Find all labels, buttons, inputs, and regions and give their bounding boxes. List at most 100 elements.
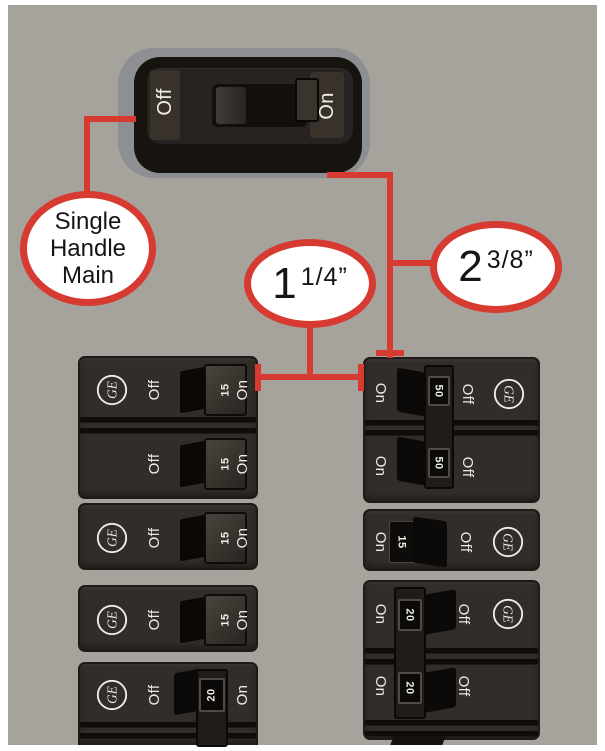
callout-single-handle-main: Single Handle Main <box>20 191 156 306</box>
measure-line-top-horizontal <box>327 172 393 178</box>
breaker-on-label: On <box>372 382 390 404</box>
ge-logo-icon: GE <box>95 603 129 637</box>
breaker-amp-rating: 15 <box>219 531 232 545</box>
breaker-separator-groove <box>80 722 256 728</box>
main-breaker-toggle-slot <box>212 84 307 127</box>
breaker-amp-rating: 50 <box>433 384 445 398</box>
svg-text:GE: GE <box>501 385 516 403</box>
breaker-separator-groove <box>80 417 256 423</box>
svg-text:GE: GE <box>105 529 120 547</box>
toggle-wing <box>180 366 206 414</box>
amp-rating-patch: 20 <box>199 678 225 712</box>
breaker-off-label: Off <box>459 383 477 405</box>
breaker-off-label: Off <box>145 379 163 401</box>
breaker-off-label: Off <box>455 603 473 625</box>
breaker-amp-rating: 20 <box>404 681 416 695</box>
svg-text:GE: GE <box>105 611 120 629</box>
breaker-separator-groove <box>80 733 256 739</box>
toggle-wing <box>180 440 206 488</box>
measure-tick-left <box>255 364 261 391</box>
breaker-amp-rating: 15 <box>396 535 408 549</box>
breaker-amp-rating: 15 <box>219 383 232 397</box>
toggle-wing <box>424 667 456 713</box>
toggle-wing <box>413 516 447 568</box>
breaker-on-label: On <box>233 684 251 706</box>
breaker-separator-groove <box>365 731 538 737</box>
measure-tick-bottom <box>376 350 404 356</box>
breaker-amp-rating: 20 <box>206 688 218 702</box>
svg-text:GE: GE <box>105 686 120 704</box>
breaker-on-label: On <box>233 609 251 631</box>
main-breaker-slot-sheen <box>216 87 246 124</box>
ge-logo-icon: GE <box>491 597 525 631</box>
ge-logo-icon: GE <box>95 373 129 407</box>
toggle-wing <box>424 589 456 635</box>
breaker-toggle-handle: 15 <box>389 516 447 568</box>
toggle-face: 15 <box>204 364 247 416</box>
breaker-left-2: GE Off 15 On <box>78 503 258 570</box>
amp-rating-patch: 50 <box>428 448 450 478</box>
toggle-wing <box>397 436 425 486</box>
toggle-face: 15 <box>204 512 247 564</box>
callout-line-vertical-gap <box>389 260 435 266</box>
breaker-right-2: On 15 Off GE <box>363 509 540 571</box>
amp-rating-patch: 20 <box>398 672 422 704</box>
toggle-wing <box>180 596 206 644</box>
breaker-amp-rating: 50 <box>433 456 445 470</box>
measure-tick-right <box>358 364 364 391</box>
next-breaker-handle-tip <box>390 736 446 745</box>
breaker-amp-rating: 15 <box>219 613 232 627</box>
ge-logo-icon: GE <box>95 521 129 555</box>
breaker-toggle-handle: 15 <box>180 512 247 564</box>
breaker-on-label: On <box>372 455 390 477</box>
breaker-toggle-handle: 15 <box>180 438 247 490</box>
main-breaker-toggle-handle <box>295 78 319 122</box>
measure-line-horizontal-gap <box>258 374 362 380</box>
main-breaker-on-label: On <box>315 92 338 120</box>
callout-line-main-vertical <box>84 116 90 196</box>
main-breaker-off-label: Off <box>153 88 176 116</box>
svg-text:GE: GE <box>500 605 515 623</box>
breaker-amp-rating: 20 <box>404 608 416 622</box>
callout-line-main-horizontal <box>84 116 136 122</box>
ge-logo-icon: GE <box>95 678 129 712</box>
svg-text:GE: GE <box>500 533 515 551</box>
breaker-off-label: Off <box>145 609 163 631</box>
amp-rating-patch: 20 <box>398 599 422 631</box>
toggle-wing <box>397 367 425 417</box>
toggle-face: 15 <box>204 594 247 646</box>
breaker-off-label: Off <box>145 684 163 706</box>
breaker-right-3: On 20 20 Off GE On Off <box>363 580 540 740</box>
breaker-on-label: On <box>372 531 390 553</box>
breaker-on-label: On <box>372 675 390 697</box>
main-breaker-off-patch <box>150 70 180 140</box>
breaker-left-4: GE Off 20 On <box>78 662 258 747</box>
breaker-separator-groove <box>365 648 538 654</box>
breaker-off-label: Off <box>145 527 163 549</box>
breaker-on-label: On <box>233 453 251 475</box>
breaker-off-label: Off <box>457 531 475 553</box>
svg-text:GE: GE <box>105 381 120 399</box>
breaker-separator-groove <box>365 720 538 726</box>
breaker-on-label: On <box>372 603 390 625</box>
ge-logo-icon: GE <box>492 377 526 411</box>
breaker-separator-groove <box>80 428 256 434</box>
breaker-left-3: GE Off 15 On <box>78 585 258 652</box>
breaker-right-1: On 50 50 Off GE On Off <box>363 357 540 503</box>
breaker-separator-groove <box>365 659 538 665</box>
breaker-off-label: Off <box>455 675 473 697</box>
breaker-toggle-handle: 15 <box>180 594 247 646</box>
ge-logo-icon: GE <box>491 525 525 559</box>
main-breaker: Off On <box>134 57 362 173</box>
breaker-off-label: Off <box>145 453 163 475</box>
breaker-toggle-handle: 15 <box>180 364 247 416</box>
amp-rating-patch: 50 <box>428 376 450 406</box>
callout-text: Single Handle Main <box>49 207 127 290</box>
breaker-amp-rating: 15 <box>219 457 232 471</box>
toggle-wing <box>180 514 206 562</box>
